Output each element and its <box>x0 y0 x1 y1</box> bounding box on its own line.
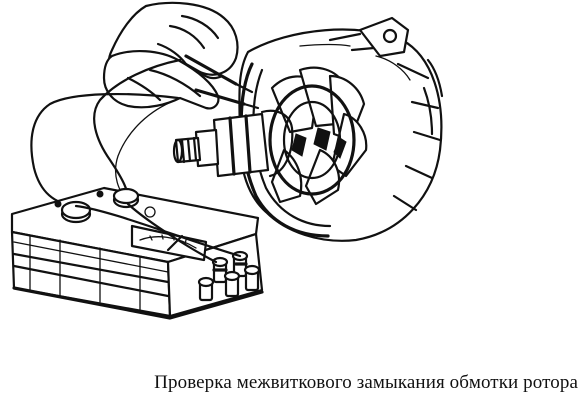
hands-holding-probes-icon <box>30 1 260 208</box>
alternator-rotor-icon <box>172 16 444 242</box>
figure-caption: Проверка межвиткового замыкания обмотки … <box>154 372 578 393</box>
terminal-posts <box>197 250 261 302</box>
multimeter-tester-icon <box>10 186 264 320</box>
